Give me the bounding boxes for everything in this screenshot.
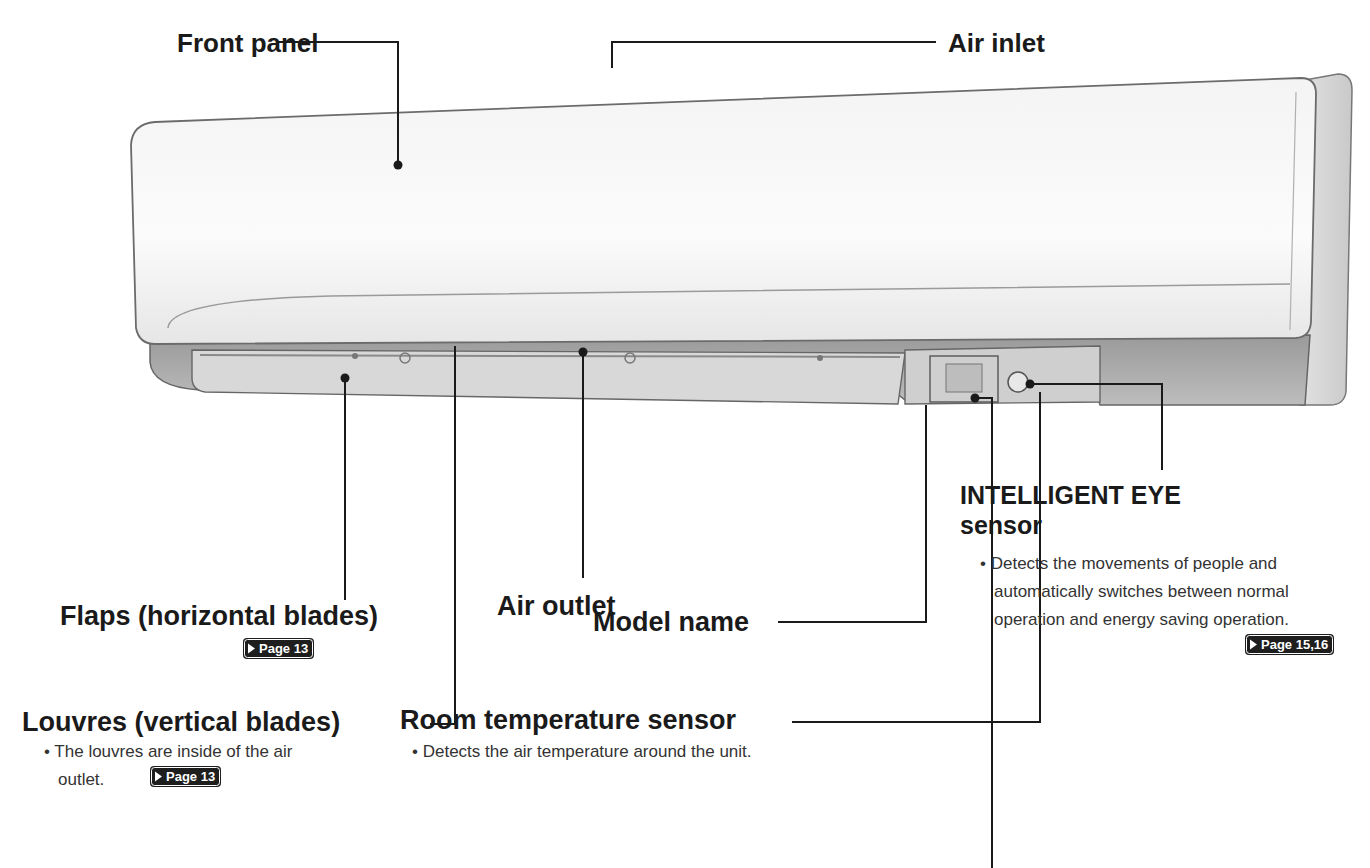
description: • Detects the air temperature around the… xyxy=(412,738,756,766)
badge-decoration xyxy=(150,766,221,787)
sensor-window xyxy=(930,356,998,402)
panel-edge xyxy=(1290,92,1296,330)
page-reference-badge: Page 13 xyxy=(150,766,221,787)
sensor-window-inner xyxy=(946,364,982,392)
louvre-pin xyxy=(400,353,410,363)
part-name: Air inlet xyxy=(948,28,1148,59)
flap-shape xyxy=(192,350,905,404)
page-reference-badge: Page 13 xyxy=(243,638,314,659)
louvre-pin xyxy=(352,353,358,359)
front-panel-shape xyxy=(131,78,1316,344)
eye-lens xyxy=(1008,372,1028,392)
arrow-symbol xyxy=(155,772,162,782)
louvre-pin xyxy=(625,353,635,363)
description: • Detects the movements of people and au… xyxy=(980,550,1294,634)
leader-dot xyxy=(1026,380,1035,389)
page-reference: Page 13 xyxy=(259,641,308,656)
leader-dot xyxy=(971,394,980,403)
leader-line xyxy=(276,42,398,165)
badge-decoration xyxy=(243,638,314,659)
panel-curve xyxy=(168,284,1290,328)
leader-line xyxy=(1030,384,1162,470)
part-name: Model name xyxy=(593,606,793,638)
page-reference-badge: Page 15,16 xyxy=(1245,634,1334,655)
leader-line xyxy=(582,352,584,578)
underside xyxy=(150,335,1310,405)
part-name: Louvres (vertical blades) xyxy=(22,706,442,738)
leader-line xyxy=(612,42,936,68)
sensor-housing xyxy=(905,346,1100,404)
leader-dot xyxy=(394,161,403,170)
arrow-symbol xyxy=(1250,640,1257,650)
part-name: Front panel xyxy=(177,28,377,59)
part-name: INTELLIGENT EYE sensor xyxy=(960,480,1230,540)
page-reference: Page 13 xyxy=(166,769,215,784)
part-name: Room temperature sensor xyxy=(400,704,800,736)
leader-dot xyxy=(341,374,350,383)
badge-border xyxy=(245,640,313,658)
flap-shadow xyxy=(200,355,900,357)
leader-lines xyxy=(276,42,1162,868)
page-reference: Page 15,16 xyxy=(1261,637,1328,652)
leader-dot xyxy=(579,348,588,357)
leader-line xyxy=(778,405,926,622)
badge-border xyxy=(152,768,220,786)
leader-line xyxy=(344,378,346,600)
arrow-symbol xyxy=(248,644,255,654)
badge-decoration xyxy=(1245,634,1334,655)
leader-line xyxy=(978,398,992,868)
leader-line xyxy=(430,346,455,724)
badge-border xyxy=(1247,636,1333,654)
part-name: Flaps (horizontal blades) xyxy=(60,600,480,632)
louvre-pin xyxy=(817,355,823,361)
leader-dots xyxy=(341,161,1035,403)
